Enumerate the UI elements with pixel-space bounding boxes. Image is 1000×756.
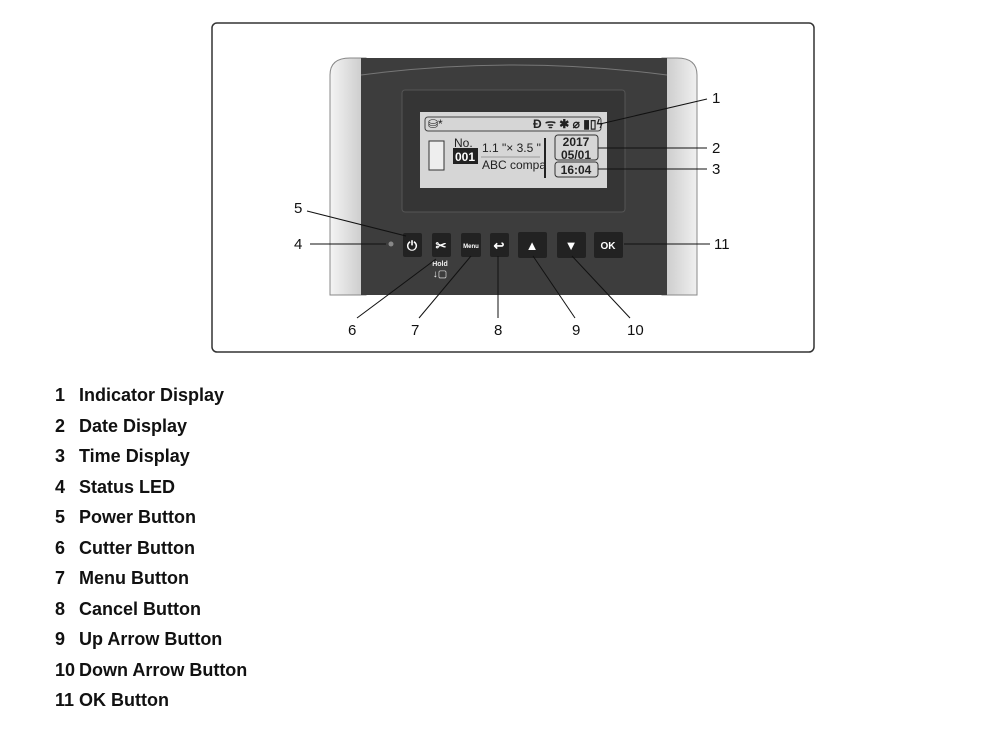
legend-item: 7 Menu Button bbox=[55, 567, 247, 598]
legend-num: 6 bbox=[55, 537, 66, 558]
legend-item: 8 Cancel Button bbox=[55, 598, 247, 629]
legend-label: Time Display bbox=[79, 446, 190, 466]
cancel-button[interactable]: ↩ bbox=[490, 233, 509, 257]
year: 2017 bbox=[563, 135, 590, 149]
power-icon: ⏻ bbox=[407, 238, 418, 253]
back-arrow-icon: ↩ bbox=[494, 238, 505, 253]
legend-num: 1 bbox=[55, 385, 66, 405]
legend-label: OK Button bbox=[79, 690, 169, 710]
printer-panel-diagram: ⛁* Ɖ ᯤ ✱ ⌀ ▮▯ϟ No. 001 1.1 "× 3.5 " ABC … bbox=[211, 22, 815, 353]
legend-label: Power Button bbox=[79, 507, 196, 527]
device-side-right bbox=[661, 57, 698, 296]
hold-label: Hold bbox=[432, 261, 448, 268]
callout-6: 6 bbox=[348, 322, 356, 339]
down-arrow-button[interactable]: ▼ bbox=[557, 232, 586, 258]
legend-num: 2 bbox=[55, 415, 66, 436]
legend-item: 3 Time Display bbox=[55, 445, 247, 476]
legend-num: 7 bbox=[55, 568, 66, 588]
status-led bbox=[388, 241, 394, 247]
legend-label: Up Arrow Button bbox=[79, 629, 223, 649]
legend-item: 9 Up Arrow Button bbox=[55, 628, 247, 659]
label-no: No. bbox=[454, 136, 473, 150]
legend-list: 1 Indicator Display 2 Date Display 3 Time D… bbox=[55, 384, 247, 720]
legend-item: 6 Cutter Button bbox=[55, 537, 247, 568]
callout-4: 4 bbox=[294, 236, 302, 253]
callout-lines bbox=[306, 98, 710, 319]
callout-7: 7 bbox=[411, 322, 419, 339]
legend-num: 8 bbox=[55, 598, 66, 619]
callout-1: 1 bbox=[712, 90, 720, 107]
legend-item: 2 Date Display bbox=[55, 415, 247, 446]
legend-item: 5 Power Button bbox=[55, 506, 247, 537]
legend-label: Cancel Button bbox=[79, 598, 202, 619]
callout-11: 11 bbox=[714, 236, 730, 253]
power-button[interactable]: ⏻ bbox=[403, 233, 422, 257]
menu-button[interactable]: Menu bbox=[461, 233, 481, 257]
status-icons: Ɖ ᯤ ✱ ⌀ ▮▯ϟ bbox=[533, 117, 603, 131]
feed-icon: ↓▢ bbox=[433, 269, 447, 280]
legend-num: 10 bbox=[55, 659, 76, 680]
label-number: 001 bbox=[455, 150, 475, 164]
callout-8: 8 bbox=[494, 322, 502, 339]
legend-num: 4 bbox=[55, 476, 66, 497]
callout-9: 9 bbox=[572, 322, 580, 339]
legend-item: 4 Status LED bbox=[55, 476, 247, 507]
down-arrow-icon: ▼ bbox=[565, 238, 578, 253]
callout-2: 2 bbox=[712, 140, 720, 157]
legend-label: Menu Button bbox=[79, 568, 189, 588]
label-size: 1.1 "× 3.5 " bbox=[482, 141, 541, 155]
up-arrow-button[interactable]: ▲ bbox=[518, 232, 547, 258]
legend-label: Down Arrow Button bbox=[79, 659, 248, 680]
menu-label: Menu bbox=[463, 244, 479, 250]
callout-10: 10 bbox=[627, 322, 644, 339]
callout-5: 5 bbox=[294, 200, 302, 217]
date: 05/01 bbox=[561, 148, 591, 162]
legend-label: Status LED bbox=[79, 476, 176, 497]
callout-3: 3 bbox=[712, 161, 720, 178]
up-arrow-icon: ▲ bbox=[526, 238, 539, 253]
legend-num: 3 bbox=[55, 446, 66, 466]
label-text: ABC compa bbox=[482, 158, 546, 172]
legend-label: Date Display bbox=[79, 415, 188, 436]
legend-label: Indicator Display bbox=[79, 385, 225, 405]
scissors-icon: ✂ bbox=[436, 238, 447, 253]
time: 16:04 bbox=[561, 163, 592, 177]
legend-num: 11 bbox=[55, 690, 75, 710]
device-side-left bbox=[329, 57, 367, 296]
tape-icon: ⛁* bbox=[428, 117, 443, 131]
legend-num: 5 bbox=[55, 507, 66, 527]
legend-num: 9 bbox=[55, 629, 66, 649]
template-icon bbox=[428, 140, 445, 171]
legend-label: Cutter Button bbox=[79, 537, 195, 558]
ok-button[interactable]: OK bbox=[594, 232, 623, 258]
legend-item: 1 Indicator Display bbox=[55, 384, 247, 415]
lcd-screen bbox=[420, 112, 607, 188]
ok-label: OK bbox=[601, 241, 617, 252]
cutter-button[interactable]: ✂ bbox=[432, 233, 451, 257]
